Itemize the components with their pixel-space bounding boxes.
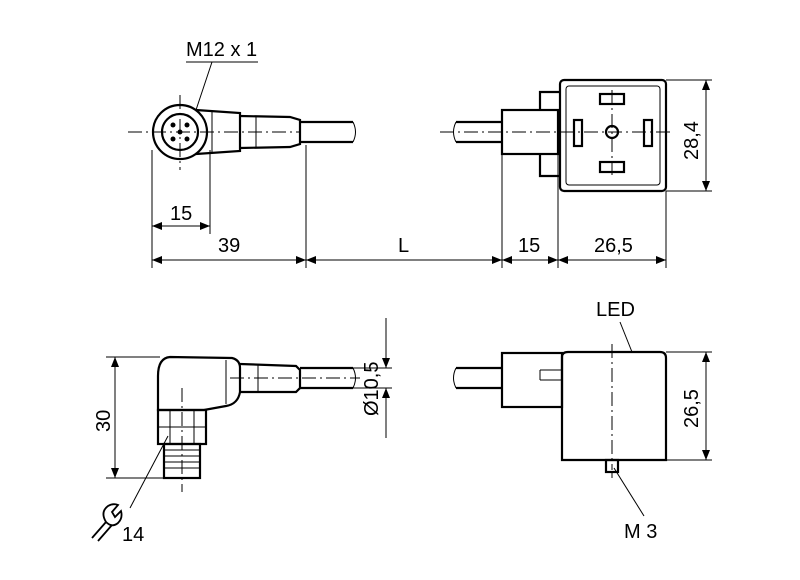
- bottom-left-connector-side: [156, 355, 360, 492]
- led-label: LED: [596, 299, 635, 321]
- dim-26-5-top-label: 26,5: [594, 235, 633, 257]
- dim-l-label: L: [398, 235, 409, 257]
- top-left-connector-view: [128, 95, 356, 170]
- bottom-right-plug-side: [453, 321, 668, 478]
- wrench-icon: [91, 503, 123, 542]
- dim-30-label: 30: [93, 410, 115, 432]
- dim-15-right-label: 15: [518, 235, 540, 257]
- thread-label: M12 x 1: [186, 39, 257, 61]
- screw-label: M 3: [624, 521, 657, 543]
- diameter-label: Ø10,5: [361, 362, 383, 416]
- bottom-left-dimensions: [91, 318, 392, 542]
- top-dimensions: [151, 61, 712, 268]
- bottom-right-dimensions: [613, 351, 712, 517]
- dim-15-left-label: 15: [170, 203, 192, 225]
- dim-39-label: 39: [218, 235, 240, 257]
- dim-26-5-side-label: 26,5: [681, 389, 703, 428]
- wrench-size-label: 14: [122, 524, 144, 546]
- dim-28-4-label: 28,4: [681, 121, 703, 160]
- top-right-plug-view: [440, 78, 670, 193]
